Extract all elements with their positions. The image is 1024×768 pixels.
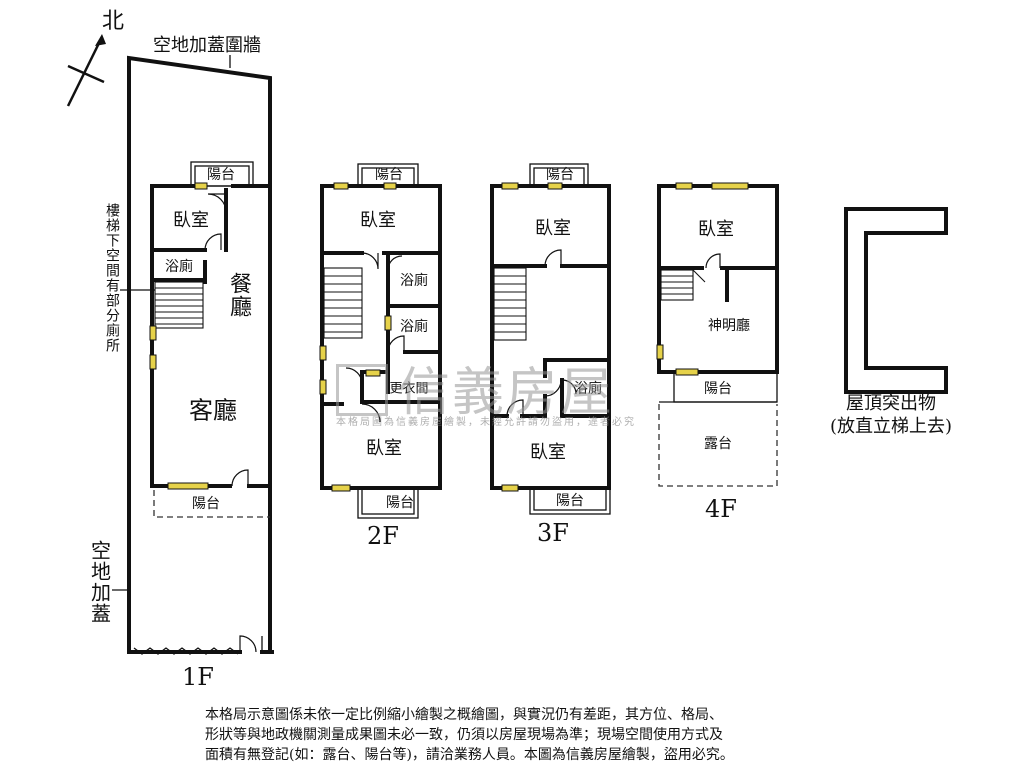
floor-1-walls	[112, 55, 274, 655]
north-label: 北	[101, 9, 125, 34]
floor-3-balcony-top: 陽台	[546, 167, 574, 183]
floor-3-balcony-bottom: 陽台	[556, 493, 584, 509]
watermark-logo-icon	[336, 364, 388, 416]
floor-4-balcony: 陽台	[704, 381, 732, 397]
floor-1-side-note: 樓梯下空間有部分廁所	[104, 203, 120, 353]
floor-4-shrine-room: 神明廳	[708, 318, 750, 334]
floor-2-closet: 更衣間	[389, 381, 429, 397]
floor-2-bathroom-1: 浴廁	[400, 273, 428, 289]
floor-1-bathroom: 浴廁	[165, 259, 193, 275]
floor-4-walls	[656, 182, 779, 487]
floor-3-label: 3F	[537, 519, 569, 547]
floor-2-bedroom-bottom: 臥室	[366, 438, 402, 459]
floor-2-bathroom-2: 浴廁	[400, 319, 428, 335]
floor-4-terrace: 露台	[704, 436, 732, 452]
roof-structure-walls	[844, 207, 948, 394]
floor-3-bathroom: 浴廁	[574, 381, 602, 397]
floor-3-bedroom-top: 臥室	[535, 218, 571, 239]
north-arrow-icon	[66, 34, 106, 107]
floor-3-bedroom-bottom: 臥室	[530, 442, 566, 463]
floor-1-bedroom: 臥室	[173, 210, 209, 231]
watermark-brand-text: 信義房屋	[398, 363, 615, 423]
floor-2-walls	[319, 163, 442, 519]
disclaimer-line-2: 形狀等與地政機關測量成果圖未必一致，仍須以房屋現場為準；現場空間使用方式及	[205, 727, 723, 743]
floor-3-walls	[490, 163, 611, 515]
floor-1-balcony-top: 陽台	[207, 167, 235, 183]
disclaimer-line-1: 本格局示意圖係未依一定比例縮小繪製之概繪圖，與實況仍有差距，其方位、格局、	[205, 707, 723, 723]
floor-1-annex-label: 空地加蓋	[87, 540, 112, 624]
roof-label: 屋頂突出物	[846, 393, 936, 414]
floor-4-bedroom: 臥室	[698, 219, 734, 240]
floor-2-bedroom-top: 臥室	[360, 210, 396, 231]
floor-1-dining-room: 餐廳	[226, 272, 251, 318]
floor-1-living-room: 客廳	[189, 396, 237, 425]
roof-note: (放直立梯上去)	[829, 416, 953, 437]
floor-1-top-wall-label: 空地加蓋圍牆	[153, 35, 261, 56]
floor-4-label: 4F	[705, 495, 737, 523]
floor-1-label: 1F	[182, 663, 214, 691]
floor-2-balcony-bottom: 陽台	[386, 495, 414, 511]
disclaimer-line-3: 面積有無登記(如：露台、陽台等)，請洽業務人員。本圖為信義房屋繪製，盜用必究。	[205, 747, 734, 763]
floor-2-label: 2F	[367, 522, 399, 550]
watermark-brand: 信義房屋	[336, 350, 614, 425]
watermark-notice: 本格局圖為信義房屋繪製，未經允許請勿盜用，違者必究	[336, 417, 636, 428]
disclaimer: 本格局示意圖係未依一定比例縮小繪製之概繪圖，與實況仍有差距，其方位、格局、 形狀…	[205, 705, 845, 765]
floor-2-balcony-top: 陽台	[375, 167, 403, 183]
floor-1-balcony-bottom: 陽台	[192, 496, 220, 512]
